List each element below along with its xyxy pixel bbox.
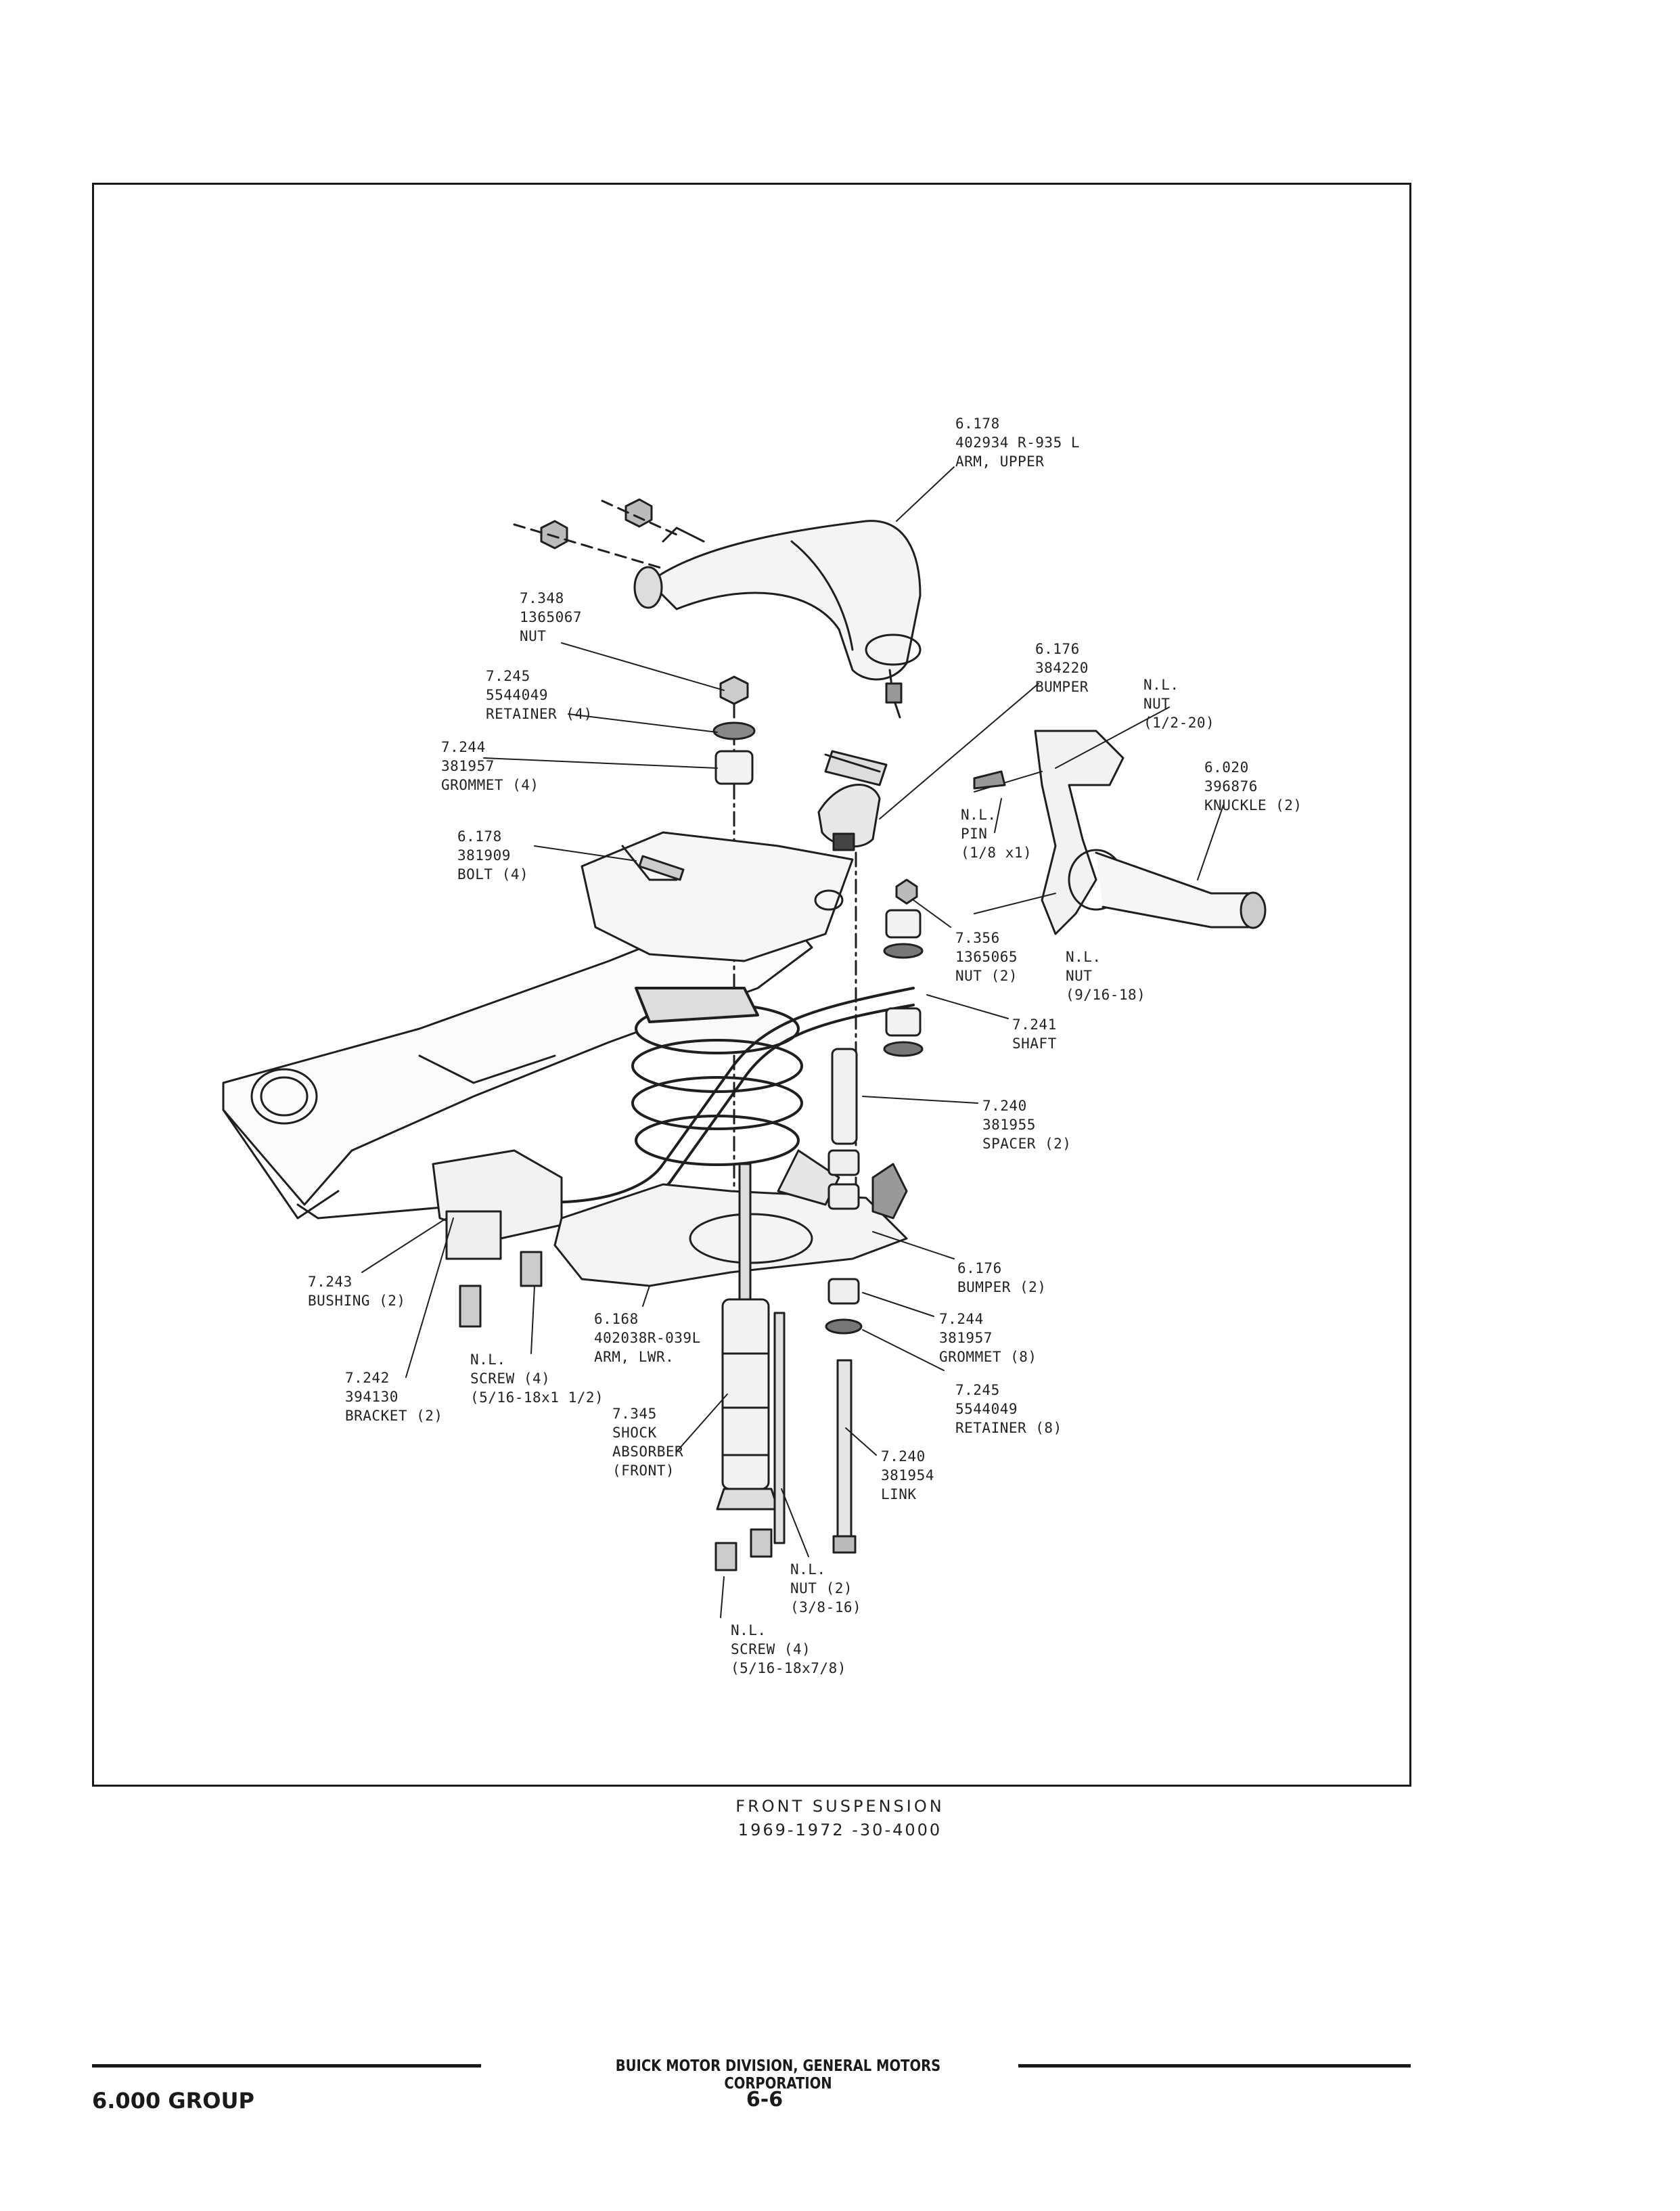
- upper-bumper: [817, 750, 888, 851]
- footer-page-number: 6-6: [746, 2088, 784, 2112]
- diagram-frame: [92, 183, 1411, 1787]
- callout-nut-916: N.L.NUT(9/16-18): [1066, 949, 1146, 1003]
- shock-absorber: [714, 1163, 786, 1571]
- steering-knuckle: [974, 730, 1267, 935]
- cross-shaft-nuts: [513, 498, 678, 570]
- footer-rule-right: [1018, 2064, 1411, 2068]
- footer-division: BUICK MOTOR DIVISION, GENERAL MOTORS COR…: [615, 2057, 941, 2093]
- leader-lines: [361, 466, 1224, 1618]
- spring-seat: [581, 831, 854, 962]
- figure-caption-title: FRONT SUSPENSION: [735, 1797, 945, 1816]
- bolts: [638, 753, 1006, 881]
- coil-spring: [631, 987, 803, 1166]
- callout-screw-4: N.L.SCREW (4)(5/16-18x1 1/2): [470, 1352, 604, 1406]
- callout-nut-38: N.L.NUT (2)(3/8-16): [790, 1561, 862, 1615]
- callout-nut-half: N.L.NUT(1/2-20): [1143, 677, 1215, 731]
- stabilizer-link: [825, 878, 924, 1554]
- callout-pin: N.L.PIN(1/8 x1): [961, 807, 1032, 861]
- figure-caption-subtitle: 1969-1972 -30-4000: [737, 1821, 943, 1839]
- footer-rule-left: [92, 2064, 481, 2068]
- upper-control-arm: [633, 520, 922, 719]
- lower-control-arm: [553, 1149, 908, 1287]
- footer-group: 6.000 GROUP: [92, 2088, 254, 2114]
- callout-screw-short: N.L.SCREW (4)(5/16-18x7/8): [731, 1622, 846, 1676]
- stabilizer-bracket: [432, 1149, 563, 1328]
